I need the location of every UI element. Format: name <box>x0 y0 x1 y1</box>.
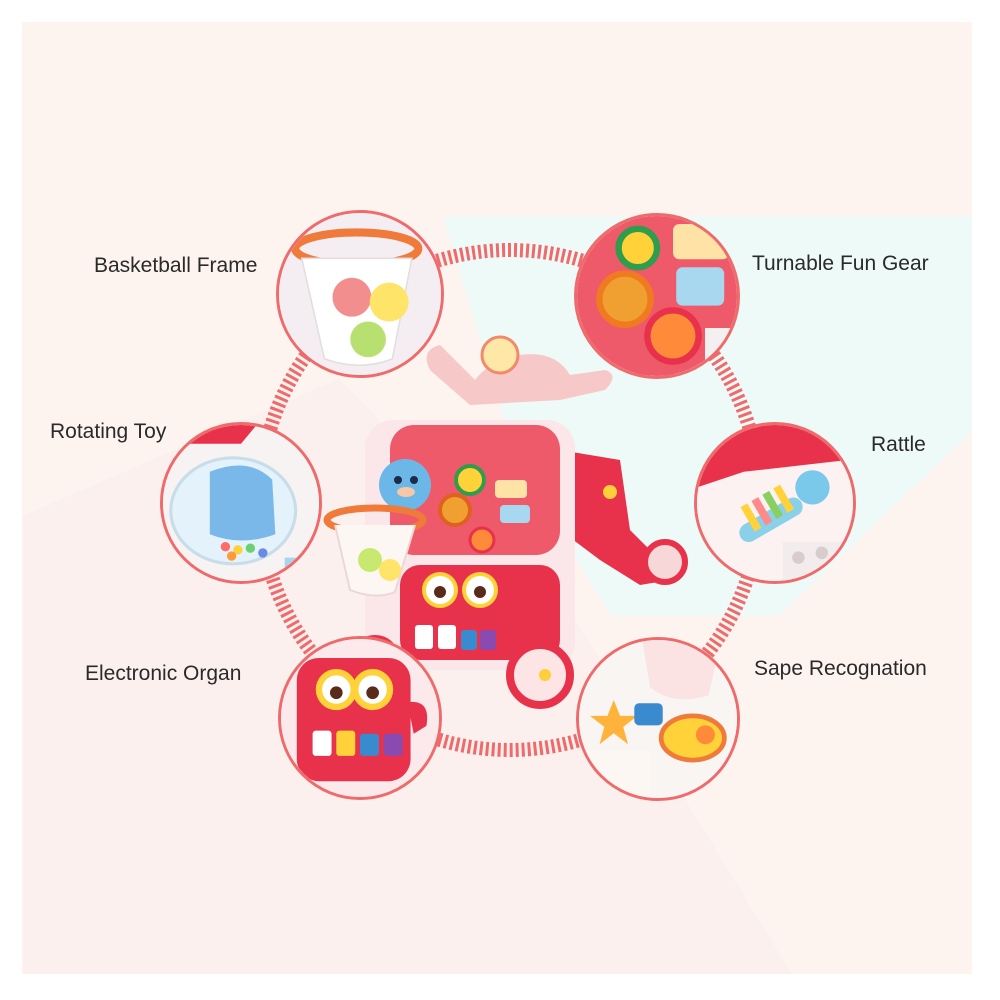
rattle-picture <box>697 425 853 581</box>
turnable-fun-gear-picture <box>577 216 737 376</box>
feature-image-turnable-fun-gear <box>574 213 740 379</box>
feature-image-rattle <box>694 422 856 584</box>
feature-image-electronic-organ <box>278 636 442 800</box>
label-basketball-frame: Basketball Frame <box>94 254 258 277</box>
label-rotating-toy: Rotating Toy <box>50 420 167 443</box>
label-electronic-organ: Electronic Organ <box>85 662 242 685</box>
feature-image-rotating-toy <box>160 422 322 584</box>
feature-image-sape-recognation <box>576 637 740 801</box>
label-sape-recognation: Sape Recognation <box>754 657 927 680</box>
feature-image-basketball-frame <box>276 210 444 378</box>
label-rattle: Rattle <box>871 433 926 456</box>
rotating-toy-picture <box>163 425 319 581</box>
basketball-frame-picture <box>279 213 441 375</box>
baby-walker-illustration <box>323 335 688 709</box>
electronic-organ-picture <box>281 639 439 797</box>
label-turnable-fun-gear: Turnable Fun Gear <box>752 252 929 275</box>
sape-recognation-picture <box>579 640 737 798</box>
